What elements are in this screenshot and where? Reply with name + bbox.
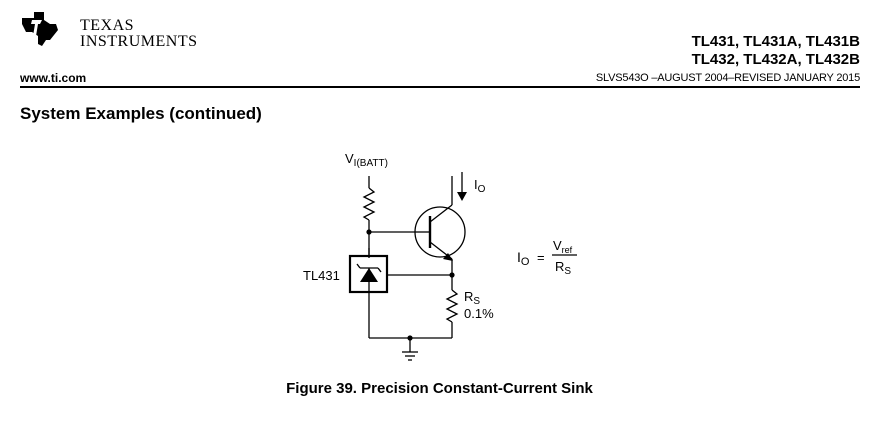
- part-numbers-line-2: TL432, TL432A, TL432B: [691, 51, 860, 68]
- supply-resistor: [362, 187, 376, 221]
- section-title: System Examples (continued): [20, 104, 262, 123]
- current-arrow-icon: [457, 192, 467, 201]
- supply-voltage-label: VI(BATT): [345, 151, 388, 169]
- equation-denominator: RS: [555, 259, 571, 277]
- document-reference: SLVS543O –AUGUST 2004–REVISED JANUARY 20…: [595, 72, 860, 84]
- part-numbers-line-1: TL431, TL431A, TL431B: [691, 33, 860, 50]
- resistor-label: RS: [464, 289, 480, 307]
- texas-state-icon: [22, 12, 58, 46]
- output-current-label: IO: [474, 177, 486, 195]
- logo-line-2: INSTRUMENTS: [80, 33, 198, 50]
- equation-lhs: IO: [517, 249, 530, 268]
- figure-caption: Figure 39. Precision Constant-Current Si…: [286, 380, 593, 397]
- equation-numerator: Vref: [553, 238, 573, 255]
- part-numbers: TL431, TL431A, TL431B TL432, TL432A, TL4…: [692, 33, 860, 69]
- device-label: TL431: [303, 268, 340, 283]
- equation-equals: =: [537, 250, 545, 265]
- header-divider: [20, 86, 860, 88]
- sense-resistor: [445, 289, 459, 323]
- ti-logo: TEXAS INSTRUMENTS: [20, 10, 197, 50]
- emitter-arrow-icon: [443, 253, 453, 261]
- npn-transistor: [414, 206, 466, 258]
- website-link[interactable]: www.ti.com: [20, 71, 87, 85]
- resistor-tolerance: 0.1%: [464, 306, 494, 321]
- company-wordmark: TEXAS INSTRUMENTS: [80, 18, 198, 50]
- logo-line-1: TEXAS: [80, 17, 135, 34]
